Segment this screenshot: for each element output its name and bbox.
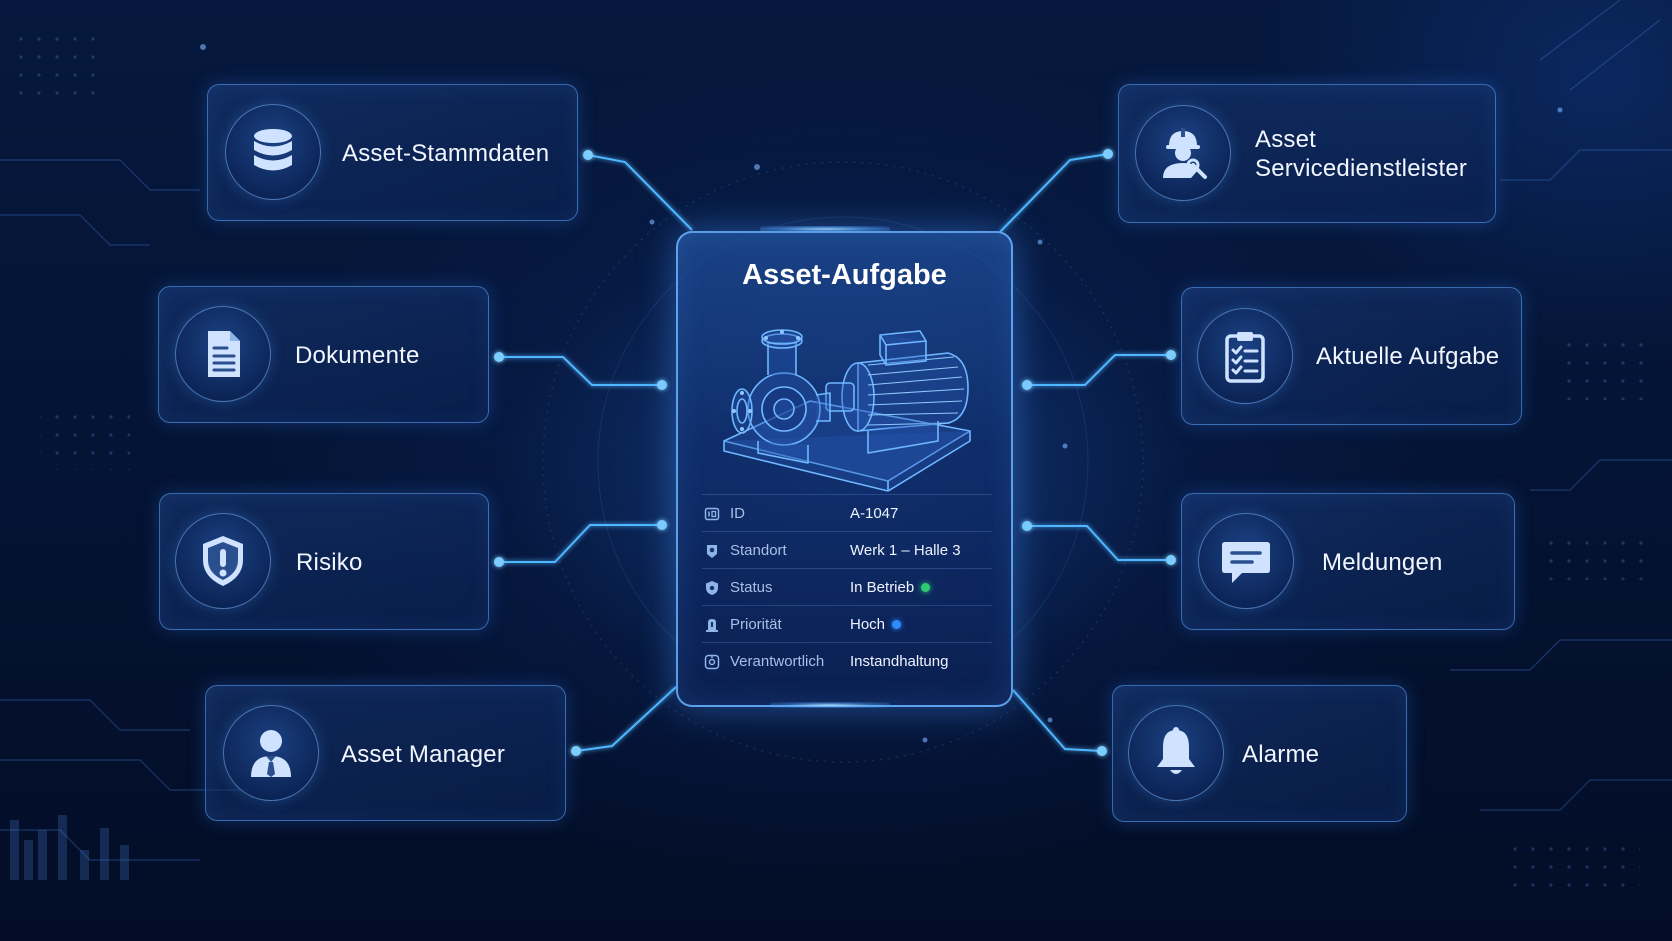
bell-icon	[1128, 705, 1224, 801]
property-value-text: A-1047	[850, 505, 899, 522]
connector-alarme	[1012, 689, 1103, 752]
property-row-status: Status In Betrieb	[702, 568, 992, 606]
property-row-prioritaet: Priorität Hoch	[702, 605, 992, 643]
clipboard-checklist-icon	[1197, 308, 1293, 404]
center-panel-bottom-glow	[770, 702, 890, 708]
node-asset-stammdaten-label: Asset-Stammdaten	[342, 140, 550, 167]
connector-asset-manager	[575, 686, 677, 752]
property-key: Verantwortlich	[730, 653, 825, 670]
node-aktuelle-aufgabe-label: Aktuelle Aufgabe	[1316, 343, 1500, 370]
connector-servicedienstleister	[999, 153, 1109, 233]
connector-aktuelle-aufgabe	[1027, 354, 1171, 386]
property-value: In Betrieb	[850, 579, 931, 596]
node-alarme[interactable]: Alarme	[1112, 685, 1407, 822]
priority-indicator-dot	[892, 620, 902, 629]
chat-message-icon	[1198, 513, 1294, 609]
connector-risiko	[499, 524, 662, 563]
node-risiko-label: Risiko	[296, 549, 363, 576]
manager-icon	[223, 705, 319, 801]
location-pin-icon	[707, 544, 717, 558]
property-row-verantwortlich: Verantwortlich Instandhaltung	[702, 642, 992, 680]
property-key: Status	[730, 579, 773, 596]
center-asset-panel[interactable]: Asset-Aufgabe	[676, 231, 1013, 707]
shield-check-icon	[706, 580, 718, 595]
center-panel-title: Asset-Aufgabe	[742, 259, 947, 291]
node-aktuelle-aufgabe[interactable]: Aktuelle Aufgabe	[1181, 287, 1522, 425]
connector-meldungen	[1027, 525, 1171, 561]
node-servicedienstleister[interactable]: Asset Servicedienstleister	[1118, 84, 1496, 223]
property-value-text: In Betrieb	[850, 579, 915, 596]
responsible-icon	[704, 654, 720, 669]
technician-icon	[1135, 105, 1231, 201]
shield-alert-icon	[175, 513, 271, 609]
node-dokumente[interactable]: Dokumente	[158, 286, 489, 423]
node-asset-stammdaten[interactable]: Asset-Stammdaten	[207, 84, 578, 221]
pump-illustration	[723, 329, 971, 492]
connector-asset-stammdaten	[587, 154, 693, 231]
property-row-standort: Standort Werk 1 – Halle 3	[702, 531, 992, 569]
property-row-id: ID A-1047	[702, 494, 992, 532]
connector-dokumente	[499, 356, 662, 386]
id-card-icon	[704, 507, 720, 520]
database-icon	[225, 104, 321, 200]
property-value: Hoch	[850, 616, 902, 633]
status-indicator-dot	[921, 583, 931, 592]
property-value-text: Instandhaltung	[850, 653, 949, 670]
node-risiko[interactable]: Risiko	[159, 493, 489, 630]
property-value: A-1047	[850, 505, 898, 522]
node-dokumente-label: Dokumente	[295, 342, 420, 369]
center-panel-top-glow	[760, 226, 890, 232]
property-key: Priorität	[730, 616, 782, 633]
property-value-text: Hoch	[850, 616, 886, 633]
node-asset-manager[interactable]: Asset Manager	[205, 685, 566, 821]
node-servicedienstleister-label: Asset Servicedienstleister	[1255, 126, 1468, 182]
node-alarme-label: Alarme	[1242, 741, 1320, 768]
property-value: Instandhaltung	[850, 653, 948, 670]
property-value: Werk 1 – Halle 3	[850, 542, 961, 559]
property-value-text: Werk 1 – Halle 3	[850, 542, 961, 559]
property-key: Standort	[730, 542, 787, 559]
node-asset-manager-label: Asset Manager	[341, 741, 506, 768]
node-meldungen-label: Meldungen	[1322, 549, 1443, 576]
priority-icon	[706, 618, 718, 632]
document-icon	[175, 306, 271, 402]
property-key: ID	[730, 505, 745, 522]
node-meldungen[interactable]: Meldungen	[1181, 493, 1515, 630]
